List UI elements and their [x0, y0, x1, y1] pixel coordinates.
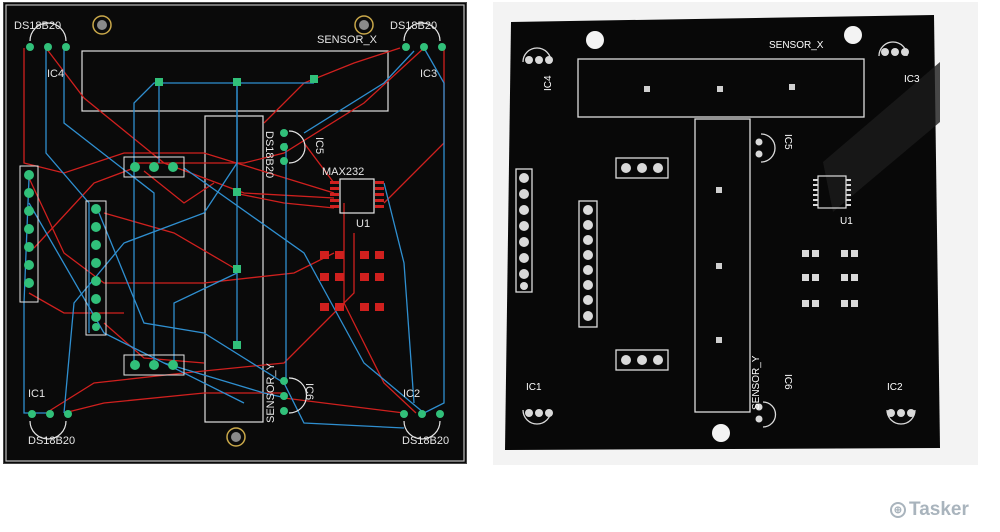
ic2-label: IC2 — [403, 388, 420, 400]
blue-traces — [23, 47, 445, 429]
photo-u1-label: U1 — [840, 216, 853, 227]
sensor-y-outline — [204, 115, 264, 423]
photo-ic1-label: IC1 — [526, 382, 542, 393]
board-glare — [823, 62, 940, 212]
ic5-label: IC5 — [313, 137, 325, 154]
ds-label-bl: DS18B20 — [28, 435, 75, 447]
photo-ic3-label: IC3 — [904, 74, 920, 85]
mounting-hole-icon — [586, 26, 862, 442]
sensor-x-label: SENSOR_X — [317, 34, 378, 46]
sensor-ic1 — [28, 410, 72, 440]
board-outline — [5, 4, 465, 462]
photo-u1-chip — [813, 175, 851, 209]
photo-sensor-x-outline — [577, 58, 865, 118]
pcb-layout-view: DS18B20 DS18B20 SENSOR_X IC4 IC3 IC5 DS1… — [3, 2, 467, 464]
watermark-text: Tasker — [909, 499, 969, 520]
red-traces — [23, 47, 445, 414]
sensor-y-label: SENSOR_Y — [265, 362, 277, 423]
ds-label-tr: DS18B20 — [390, 20, 437, 32]
pcb-photo-drawing: SENSOR_X IC4 IC3 IC5 U1 IC1 IC2 SENSOR_Y… — [493, 2, 978, 465]
pin-header-middle — [85, 200, 107, 336]
pin-header-top — [123, 156, 185, 178]
photo-ic6-label: IC6 — [782, 374, 793, 390]
photo-ic2-label: IC2 — [887, 382, 903, 393]
ic6-label: IC6 — [303, 383, 315, 400]
pin-header-left — [19, 165, 39, 303]
photo-ic4-label: IC4 — [543, 75, 554, 91]
u1-label: U1 — [356, 218, 370, 230]
photo-ic5-label: IC5 — [782, 134, 793, 150]
sensor-ic2 — [400, 410, 444, 440]
photo-sensor-x-label: SENSOR_X — [769, 40, 824, 51]
photo-sensor-y-outline — [694, 118, 751, 413]
photo-capacitors — [802, 250, 858, 307]
mounting-hole-icon — [92, 15, 374, 447]
sensor-pads — [155, 75, 318, 349]
sensor-ic4 — [26, 22, 70, 51]
board-body — [505, 15, 940, 450]
sensor-ic5 — [280, 129, 306, 165]
ic4-label: IC4 — [47, 68, 64, 80]
ds-label-br: DS18B20 — [402, 435, 449, 447]
sensor-ic3 — [402, 22, 446, 51]
capacitors — [320, 251, 384, 311]
max232-chip — [330, 178, 384, 214]
pin-header-bottom — [123, 354, 185, 376]
sensor-ic6 — [280, 377, 308, 415]
photo-sensor-y-label: SENSOR_Y — [751, 355, 762, 410]
ic3-label: IC3 — [420, 68, 437, 80]
photo-pads — [519, 48, 915, 423]
max232-label: MAX232 — [322, 166, 364, 178]
pcb-layout-drawing: DS18B20 DS18B20 SENSOR_X IC4 IC3 IC5 DS1… — [5, 4, 465, 462]
tasker-watermark: ⊕ Tasker — [890, 499, 969, 521]
ic1-label: IC1 — [28, 388, 45, 400]
ds-label-tl: DS18B20 — [14, 20, 61, 32]
pcb-photo-view: SENSOR_X IC4 IC3 IC5 U1 IC1 IC2 SENSOR_Y… — [493, 2, 978, 465]
ds-label-mid: DS18B20 — [263, 131, 275, 178]
tasker-logo-icon: ⊕ — [890, 502, 906, 518]
photo-sensor-pads — [644, 84, 795, 343]
